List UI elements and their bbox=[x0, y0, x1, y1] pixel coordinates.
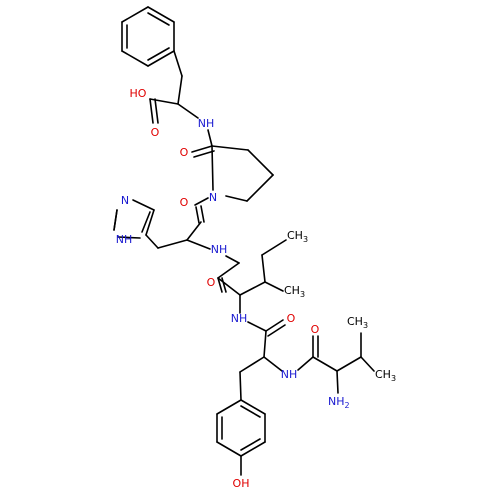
label-n-pro: N bbox=[209, 191, 217, 204]
label-o-his: O bbox=[180, 196, 189, 209]
label-oh-phenol: OH bbox=[233, 477, 250, 490]
val-backbone bbox=[297, 332, 375, 394]
label-nh-phe: NH bbox=[198, 117, 215, 130]
phe-benzene-ring bbox=[121, 6, 175, 67]
label-nh-his: NH bbox=[211, 243, 228, 256]
pro-carbonyl bbox=[191, 145, 215, 158]
label-o-pro: O bbox=[180, 146, 189, 159]
label-nh-ile: NH bbox=[231, 312, 248, 325]
his-imidazole-ring bbox=[113, 199, 155, 239]
phe-backbone bbox=[149, 50, 213, 147]
label-ch3-val-right: CH3 bbox=[375, 368, 396, 383]
label-nh-tyr: NH bbox=[281, 368, 298, 381]
label-o-acid: O bbox=[151, 126, 160, 139]
label-ch3-ile-methyl: CH3 bbox=[284, 284, 305, 299]
label-ch3-ile-ethyl: CH3 bbox=[287, 229, 308, 244]
tyr-backbone bbox=[239, 319, 286, 401]
label-o-tyr: O bbox=[287, 312, 296, 325]
label-nh2: NH2 bbox=[328, 395, 350, 410]
label-ch3-val-top: CH3 bbox=[347, 315, 368, 330]
label-ho: HO bbox=[130, 87, 147, 100]
tyr-phenol-ring bbox=[216, 399, 266, 476]
label-o-val: O bbox=[311, 323, 320, 336]
his-backbone bbox=[145, 197, 211, 250]
pro-ring bbox=[211, 145, 274, 202]
label-nh-imidazole: NH bbox=[116, 233, 133, 246]
label-n-imidazole: N bbox=[121, 194, 129, 207]
label-o-ile: O bbox=[207, 276, 216, 289]
ile-backbone bbox=[217, 239, 287, 314]
